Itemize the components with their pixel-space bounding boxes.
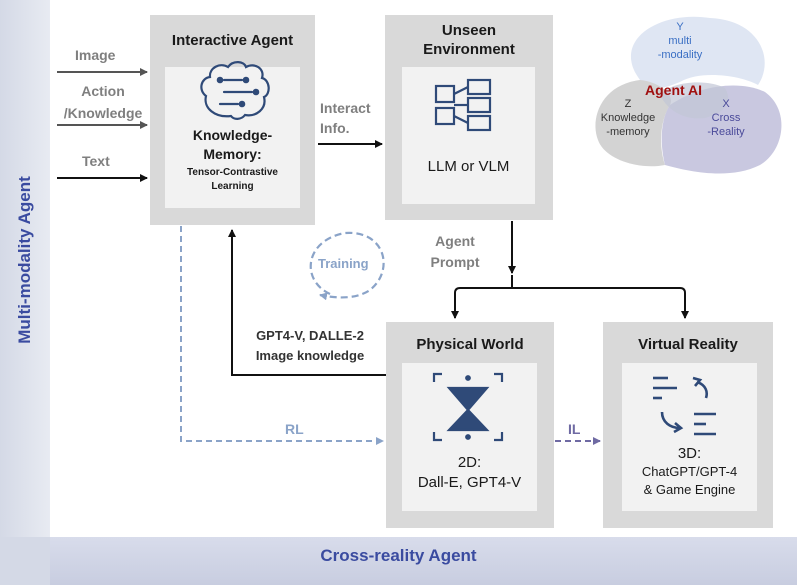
- rl-arrow: [180, 226, 384, 445]
- scan-focus-icon: [432, 372, 504, 442]
- tensor-line2: Learning: [211, 181, 254, 192]
- vr-line3: & Game Engine: [643, 482, 736, 497]
- brain-icon: [200, 61, 270, 120]
- venn-agent-ai: Agent AI: [645, 82, 703, 98]
- rl-label: RL: [285, 421, 304, 437]
- tensor-contrastive-label: Tensor-Contrastive Learning: [165, 166, 300, 194]
- gpt-line1: GPT4-V, DALLE-2: [256, 328, 364, 343]
- venn-x-label: X Cross -Reality: [695, 97, 757, 139]
- unseen-title-line1: Unseen: [441, 22, 497, 39]
- interactive-agent-title: Interactive Agent: [171, 32, 294, 49]
- venn-y-axis: Y: [676, 21, 684, 33]
- venn-z-line1: Knowledge: [600, 112, 656, 124]
- venn-x-line2: -Reality: [707, 126, 745, 138]
- prompt-line: Prompt: [430, 254, 480, 270]
- text-input-label: Text: [82, 153, 110, 169]
- agent-prompt-label: Agent Prompt: [420, 231, 490, 273]
- knowledge-memory-panel: [165, 67, 300, 208]
- bottom-band: [0, 537, 797, 585]
- llm-vlm-label: LLM or VLM: [427, 158, 510, 175]
- split-connector: [454, 287, 686, 310]
- venn-z-label: Z Knowledge -memory: [592, 97, 664, 139]
- training-loop: [309, 231, 385, 301]
- interact-line: Interact: [320, 100, 371, 116]
- unseen-title-line2: Environment: [423, 41, 515, 58]
- training-label: Training: [318, 256, 369, 271]
- venn-z-axis: Z: [624, 98, 632, 110]
- agent-ai-venn: [595, 16, 782, 174]
- physical-world-desc: 2D: Dall-E, GPT4-V: [402, 453, 537, 493]
- virtual-reality-title: Virtual Reality: [638, 336, 738, 353]
- virtual-reality-panel: [622, 363, 757, 511]
- knowledge-memory-line2: Memory:: [203, 146, 262, 162]
- venn-x-line1: Cross: [711, 112, 741, 124]
- venn-y-line1: multi: [668, 35, 692, 47]
- venn-y-line2: -modality: [657, 49, 703, 61]
- cross-reality-agent-label: Cross-reality Agent: [320, 546, 477, 565]
- venn-y-label: Y multi -modality: [650, 20, 710, 62]
- vr-line2: ChatGPT/GPT-4: [641, 464, 738, 479]
- image-input-label: Image: [75, 47, 116, 63]
- il-label: IL: [568, 421, 581, 437]
- knowledge-memory-line1: Knowledge-: [192, 127, 273, 143]
- action-line: Action: [81, 83, 125, 99]
- band-corner: [0, 537, 50, 585]
- gpt-image-knowledge-label: GPT4-V, DALLE-2 Image knowledge: [240, 326, 380, 366]
- tensor-line1: Tensor-Contrastive: [187, 167, 278, 178]
- feedback-arrow: [228, 229, 386, 376]
- hierarchy-icon: [434, 78, 492, 132]
- vr-line1: 3D:: [677, 445, 702, 462]
- arrange-icon: [653, 376, 716, 436]
- unseen-environment-title: Unseen Environment: [385, 21, 553, 59]
- gpt-line2: Image knowledge: [255, 348, 365, 363]
- action-knowledge-input-label: Action /Knowledge: [58, 80, 148, 124]
- knowledge-memory-label: Knowledge- Memory:: [165, 126, 300, 164]
- virtual-reality-desc: 3D: ChatGPT/GPT-4 & Game Engine: [622, 445, 757, 499]
- agent-line: Agent: [435, 233, 475, 249]
- interact-info-label: Interact Info.: [320, 98, 371, 138]
- venn-z-line2: -memory: [606, 126, 650, 138]
- left-band: [0, 0, 50, 585]
- venn-x-axis: X: [722, 98, 730, 110]
- info-line: Info.: [320, 120, 350, 136]
- physical-world-title: Physical World: [416, 336, 524, 353]
- pw-line2: Dall-E, GPT4-V: [417, 474, 522, 491]
- knowledge-line: /Knowledge: [63, 105, 143, 121]
- pw-line1: 2D:: [457, 454, 482, 471]
